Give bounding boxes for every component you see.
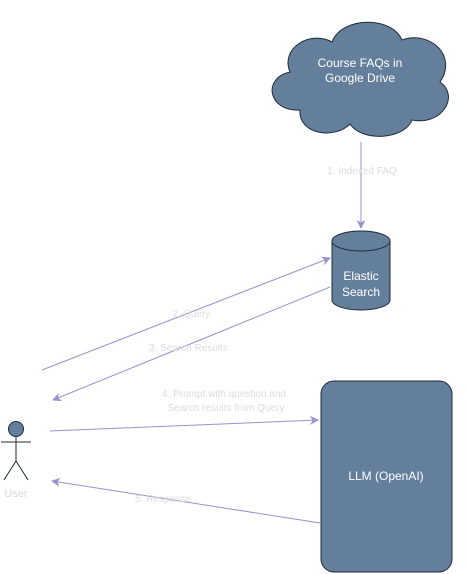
- indexed-faq-label: 1. Indexed FAQ: [327, 166, 397, 177]
- llm-box: [320, 380, 453, 573]
- prompt-label-line1: 4. Prompt with question and: [162, 389, 286, 400]
- cloud-node-course-faqs[interactable]: Course FAQs in Google Drive: [271, 21, 449, 137]
- llm-label: LLM (OpenAI): [348, 469, 423, 483]
- cloud-label-line2: Google Drive: [325, 71, 395, 85]
- query-arrow: [41, 256, 331, 371]
- prompt-arrow: [49, 415, 319, 432]
- response-label: 5. Response: [135, 494, 192, 505]
- user-actor[interactable]: User: [1, 421, 31, 501]
- cylinder-body: [331, 241, 391, 311]
- edge-search-results: 3. Search Results: [52, 286, 331, 402]
- cloud-label-line1: Course FAQs in: [318, 56, 403, 70]
- edge-response: 5. Response: [51, 477, 321, 524]
- cylinder-top: [331, 230, 391, 252]
- search-results-arrow: [52, 286, 331, 402]
- response-arrow: [51, 477, 321, 524]
- user-label: User: [4, 488, 28, 500]
- edge-query: 2. Query: [41, 256, 331, 371]
- database-label-line1: Elastic: [343, 269, 378, 283]
- database-label-line2: Search: [342, 285, 380, 299]
- user-actor-left-leg: [3, 460, 17, 481]
- cloud-shape: [271, 21, 449, 137]
- edge-indexed-faq: 1. Indexed FAQ: [327, 142, 397, 229]
- edge-prompt: 4. Prompt with question and Search resul…: [49, 389, 319, 432]
- user-actor-right-leg: [15, 460, 29, 481]
- prompt-label-line2: Search results from Query: [168, 403, 285, 414]
- llm-node-openai[interactable]: LLM (OpenAI): [320, 380, 453, 573]
- database-node-elastic-search[interactable]: Elastic Search: [331, 230, 391, 311]
- search-results-label: 3. Search Results: [149, 343, 228, 354]
- query-label: 2. Query: [172, 309, 210, 320]
- user-actor-icon: [8, 421, 24, 437]
